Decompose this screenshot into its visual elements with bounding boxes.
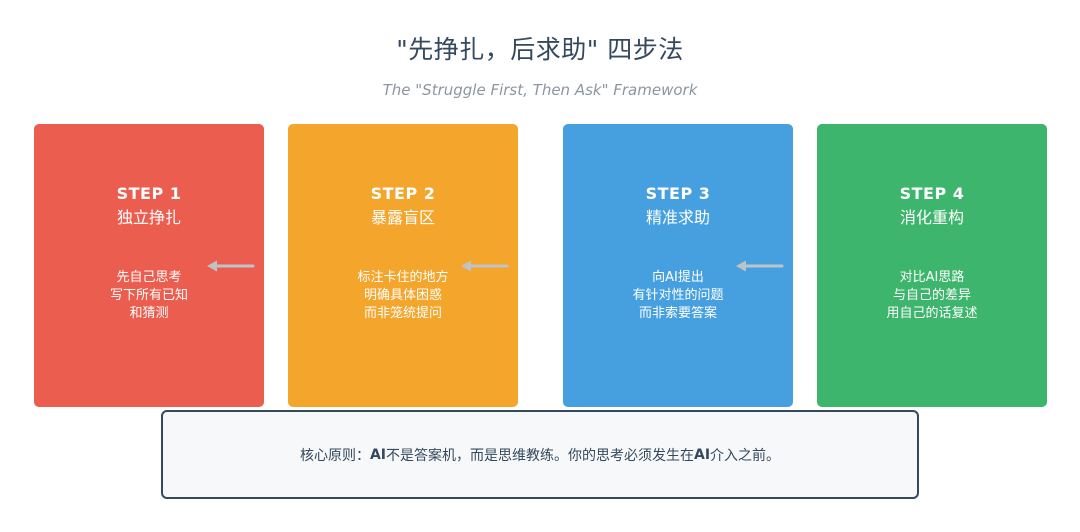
step-description-line: 而非笼统提问 [363,306,442,321]
step-description-line: 写下所有已知 [109,288,188,303]
diagram-subtitle: The "Struggle First, Then Ask" Framework [382,81,698,99]
diagram-title: "先挣扎，后求助" 四步法 [396,35,684,64]
step-description-line: 和猜测 [129,306,169,321]
step-name: 消化重构 [899,208,964,227]
step-description: 对比AI思路 与自己的差异 用自己的话复述 [817,269,1047,323]
step-description-line: 标注卡住的地方 [357,270,449,285]
step-name: 暴露盲区 [370,208,435,227]
arrow-left-icon [736,260,784,272]
step-name: 精准求助 [645,208,710,227]
step-label: STEP 1 [116,184,182,203]
step-label: STEP 2 [370,184,436,203]
arrow-left-icon [461,260,509,272]
step-description: 标注卡住的地方 明确具体困惑 而非笼统提问 [288,269,518,323]
step-label: STEP 4 [899,184,965,203]
step-description-line: 用自己的话复述 [886,306,978,321]
step-description-line: 与自己的差异 [892,288,971,303]
principle-prefix: 核心原则： [299,447,370,464]
step-description-line: 有针对性的问题 [632,288,724,303]
step-description-line: 而非索要答案 [638,306,717,321]
step-description-line: 对比AI思路 [899,270,965,285]
step-card-4: STEP 4 消化重构 对比AI思路 与自己的差异 用自己的话复述 [817,124,1047,407]
principle-suffix: 介入之前。 [710,447,781,464]
step-description-line: 先自己思考 [116,270,182,285]
step-description-line: 向AI提出 [652,270,704,285]
principle-ai-term: AI [694,446,711,463]
step-description-line: 明确具体困惑 [363,288,442,303]
step-description: 先自己思考 写下所有已知 和猜测 [34,269,264,323]
step-name: 独立挣扎 [116,208,181,227]
principle-middle: 不是答案机，而是思维教练。你的思考必须发生在 [386,447,694,464]
step-description: 向AI提出 有针对性的问题 而非索要答案 [563,269,793,323]
step-label: STEP 3 [645,184,711,203]
principle-ai-term: AI [369,446,386,463]
arrow-left-icon [207,260,255,272]
